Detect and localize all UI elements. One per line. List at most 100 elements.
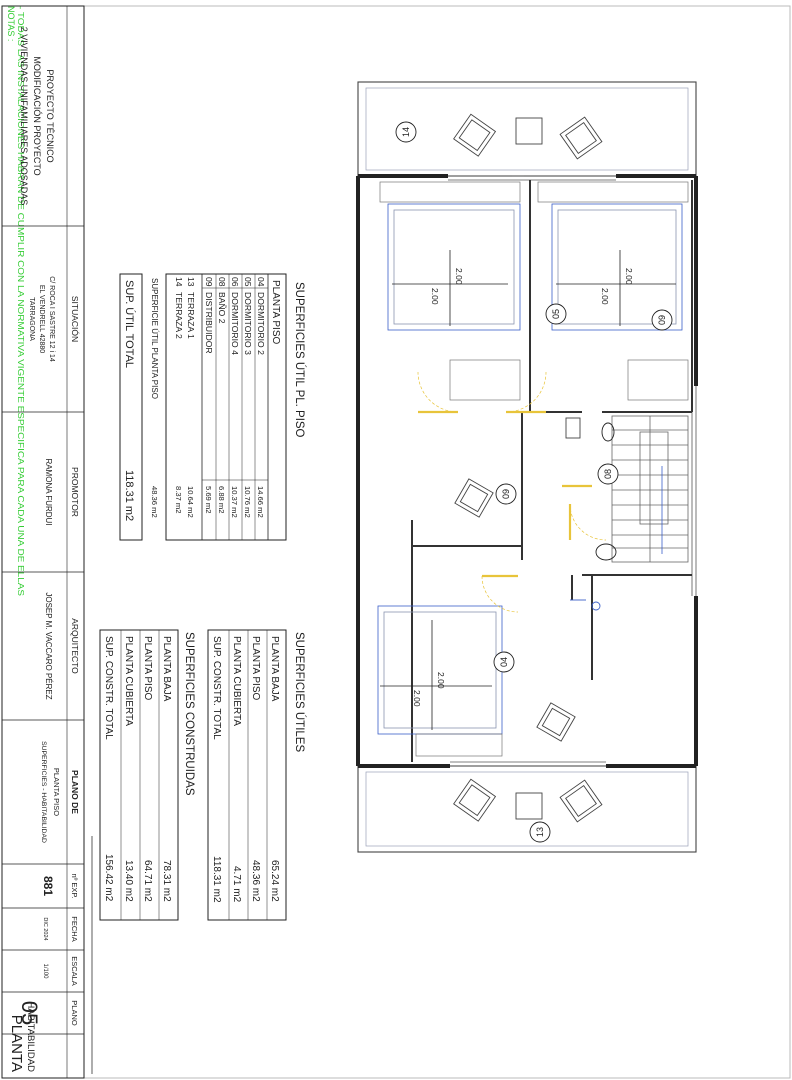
sheet-title: PLANTA HABITABILIDAD <box>8 836 93 1074</box>
dim-label-05-v: 2.00 <box>430 288 440 305</box>
bathroom-fixtures <box>565 417 617 611</box>
windows <box>448 175 697 767</box>
room-marker-14 <box>395 121 417 143</box>
dim-label-04-v: 2.00 <box>412 690 422 707</box>
dim-label-06-v: 2.00 <box>600 288 610 305</box>
table-piso-value-4: 5.69 m2 <box>204 486 213 513</box>
table-piso-total-label: SUP. ÚTIL TOTAL <box>123 280 136 368</box>
title-block-exp: 881 <box>41 876 55 896</box>
table-piso-terrace-name-0: TERRAZA 1 <box>186 292 196 339</box>
title-block-plano-1: SUPERFICIES - HABITABILIDAD <box>40 741 47 843</box>
table-utiles-frame <box>207 629 287 921</box>
title-block-arquitecto-label: ARQUITECTO <box>70 618 80 674</box>
table-piso-terrace-value-0: 10.64 m2 <box>186 486 195 518</box>
table-utiles: SUPERFICIES ÚTILES PLANTA BAJA 65.24 m2 … <box>207 629 306 921</box>
title-block-project-1: MODIFICACIÓN PROYECTO <box>32 56 42 175</box>
stair <box>611 415 689 563</box>
table-piso-name-3: BAÑO 2 <box>217 292 227 324</box>
room-marker-04 <box>493 651 515 673</box>
table-construidas-value-3: 156.42 m2 <box>103 854 114 902</box>
table-piso-code-3: 08 <box>217 277 227 287</box>
table-piso-value-3: 6.88 m2 <box>217 486 226 513</box>
table-construidas-value-2: 13.40 m2 <box>123 860 134 902</box>
terrace-14-inner <box>365 87 689 171</box>
beds <box>377 203 683 735</box>
notes-text: - TODAS LAS INSTALACIONES HABRAN DE CUMP… <box>16 6 26 596</box>
title-block-exp-label: nº EXP. <box>70 873 79 898</box>
table-utiles-name-3: SUP. CONSTR. TOTAL <box>211 636 222 740</box>
dimension-lines <box>380 250 676 730</box>
table-piso-terrace-code-0: 13 <box>186 277 196 287</box>
table-piso-subheading: PLANTA PISO <box>270 280 281 345</box>
room-label-08: 08 <box>603 469 613 479</box>
sheet-title-sub: HABITABILIDAD <box>25 1001 36 1072</box>
door-swings <box>417 371 607 613</box>
room-label-13: 13 <box>535 827 545 837</box>
table-utiles-name-2: PLANTA CUBIERTA <box>231 636 242 726</box>
table-piso-terrace-value-1: 8.37 m2 <box>174 486 183 513</box>
table-piso-value-1: 10.76 m2 <box>243 486 252 518</box>
room-marker-13 <box>529 821 551 843</box>
exterior-walls <box>356 174 698 768</box>
table-piso-name-0: DORMITORIO 2 <box>256 292 266 355</box>
terrace-13-inner <box>365 771 689 847</box>
room-marker-06 <box>651 309 673 331</box>
bedroom-04-chair <box>536 702 576 742</box>
title-block-plano-0: PLANTA PISO <box>52 768 61 816</box>
table-construidas-value-0: 78.31 m2 <box>161 860 172 902</box>
table-construidas-name-1: PLANTA PISO <box>142 636 153 701</box>
room-label-06: 09 <box>657 315 667 325</box>
title-block-project-2: 2 VIVIENDAS UNIFAMILIARES ADOSADAS <box>19 27 29 206</box>
title-block-situacion-2: TARRAGONA <box>28 297 35 341</box>
table-piso-total-value: 118.31 m2 <box>123 470 135 521</box>
room-label-09: 09 <box>501 489 511 499</box>
table-utiles-value-0: 65.24 m2 <box>269 860 280 902</box>
table-piso-code-2: 06 <box>230 277 240 287</box>
title-block-plano-num-label: PLANO <box>70 1000 79 1026</box>
table-piso-total-frame <box>119 273 143 541</box>
table-utiles-name-0: PLANTA BAJA <box>269 636 280 702</box>
wardrobes <box>379 181 689 757</box>
title-block-fecha-label: FECHA <box>70 916 79 941</box>
table-piso-terrace-name-1: TERRAZA 2 <box>174 292 184 339</box>
room-marker-05 <box>545 303 567 325</box>
table-utiles-value-3: 118.31 m2 <box>211 856 222 903</box>
sheet-title-main: PLANTA <box>8 1015 25 1072</box>
title-block-situacion-0: C/ ROCA I SASTRE 12 i 14 <box>48 276 55 362</box>
doors <box>418 410 592 578</box>
dim-label-04-h: 2.00 <box>436 672 446 689</box>
table-construidas-name-0: PLANTA BAJA <box>161 636 172 702</box>
table-piso-heading: SUPERFICIES ÚTIL PL. PISO <box>293 282 306 438</box>
table-piso-subtotal-value: 48.36 m2 <box>150 486 159 518</box>
table-piso-code-1: 05 <box>243 277 253 287</box>
title-block-frame <box>1 5 85 1079</box>
table-construidas-frame <box>99 629 179 921</box>
title-block-plano-label: PLANO DE <box>70 770 80 814</box>
title-block-situacion-label: SITUACIÓN <box>70 296 80 342</box>
room-label-04: 04 <box>499 657 509 667</box>
room-marker-09 <box>495 483 517 505</box>
terrace-13 <box>357 765 697 853</box>
table-construidas-name-2: PLANTA CUBIERTA <box>123 636 134 726</box>
title-block-fecha: DIC 2024 <box>42 917 48 940</box>
title-block: PROYECTO TÉCNICO MODIFICACIÓN PROYECTO 2… <box>1 5 85 1079</box>
title-block-plano-num: 05 <box>17 1001 42 1025</box>
title-block-arquitecto: JOSEP M. VACCARO PÉREZ <box>44 592 53 699</box>
title-block-promotor: RAMONA FURDUI <box>44 458 53 525</box>
dim-label-05-h: 2.00 <box>454 268 464 285</box>
notes-heading: NOTAS : <box>6 6 16 41</box>
distributor-chair <box>454 478 494 518</box>
table-construidas: SUPERFICIES CONSTRUIDAS PLANTA BAJA 78.3… <box>99 629 195 921</box>
table-piso-name-4: DISTRIBUIDOR <box>204 292 214 354</box>
terrace-13-furniture <box>453 778 603 823</box>
floor-plan: 2.00 2.00 2.00 2.00 2.00 2.00 <box>356 81 698 853</box>
table-piso-frame <box>165 273 287 541</box>
title-block-escala-label: ESCALA <box>70 956 79 986</box>
table-piso-value-0: 14.66 m2 <box>256 486 265 518</box>
table-construidas-value-1: 64.71 m2 <box>142 860 153 902</box>
table-utiles-name-1: PLANTA PISO <box>250 636 261 701</box>
room-labels: 09 05 08 09 04 13 14 <box>395 121 673 843</box>
